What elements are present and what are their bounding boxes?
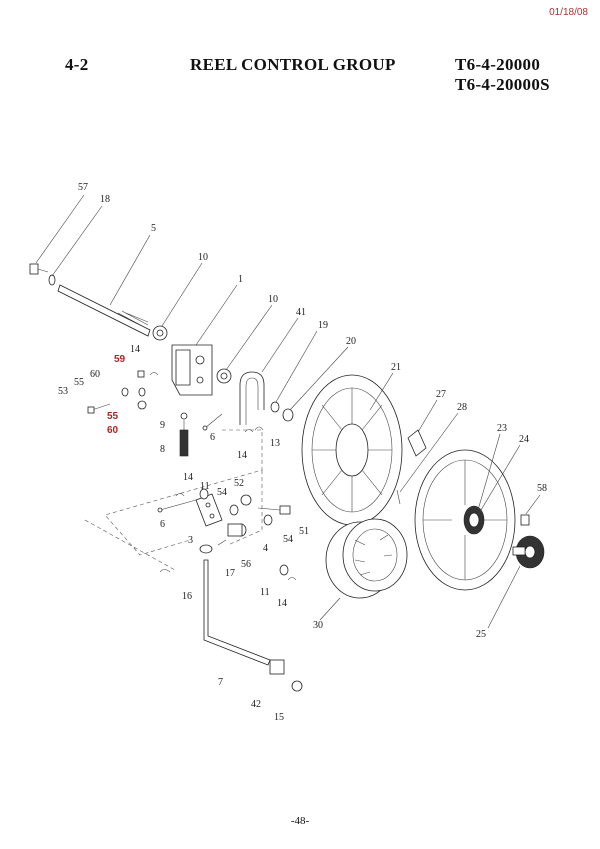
revision-date: 01/18/08 bbox=[549, 7, 588, 18]
part-41-u-bolt bbox=[239, 371, 265, 425]
assembly-dashed-lines bbox=[84, 429, 263, 571]
callout-3: 3 bbox=[188, 535, 193, 546]
callout-8: 8 bbox=[160, 444, 165, 455]
part-14-clip-d bbox=[287, 577, 297, 581]
callout-16: 16 bbox=[182, 591, 192, 602]
part-60-washer-b bbox=[137, 400, 147, 410]
part-54-washer-a bbox=[229, 504, 239, 516]
callout-60-b: 60 bbox=[107, 425, 119, 436]
callout-52: 52 bbox=[234, 478, 244, 489]
callout-4: 4 bbox=[263, 543, 268, 554]
part-3-block bbox=[195, 493, 223, 527]
callout-56: 56 bbox=[241, 559, 251, 570]
model-number-2: T6-4-20000S bbox=[455, 75, 550, 94]
model-number-1: T6-4-20000 bbox=[455, 55, 541, 74]
part-7-lever-rod bbox=[203, 559, 271, 666]
callout-14-a: 14 bbox=[130, 344, 140, 355]
page-number: -48- bbox=[290, 815, 310, 827]
callout-10-b: 10 bbox=[268, 294, 278, 305]
callout-6-a: 6 bbox=[210, 432, 215, 443]
callout-19: 19 bbox=[318, 320, 328, 331]
callout-11-a: 11 bbox=[200, 481, 210, 492]
part-17-collar bbox=[199, 544, 213, 554]
callout-10: 10 bbox=[198, 252, 208, 263]
callout-59: 59 bbox=[114, 354, 126, 365]
part-51-bolt bbox=[257, 505, 291, 515]
part-15-end-cap bbox=[291, 680, 303, 692]
callout-51: 51 bbox=[299, 526, 309, 537]
callout-14-c: 14 bbox=[183, 472, 193, 483]
part-6-pin-a bbox=[202, 413, 223, 431]
part-56-pin bbox=[217, 539, 227, 546]
part-18-washer bbox=[48, 274, 56, 286]
callout-41: 41 bbox=[296, 307, 306, 318]
part-14-clip-a bbox=[149, 372, 159, 376]
part-19-washer bbox=[270, 401, 280, 413]
part-30-ratchet-wheel bbox=[325, 518, 408, 599]
callout-14-b: 14 bbox=[237, 450, 247, 461]
part-6-pin-b bbox=[157, 499, 197, 513]
part-60-washer-a bbox=[121, 387, 129, 397]
callout-20: 20 bbox=[346, 336, 356, 347]
part-10-bearing-a bbox=[152, 325, 168, 341]
part-5-shaft bbox=[57, 284, 151, 337]
part-11-roller-a bbox=[199, 488, 209, 500]
callout-21: 21 bbox=[391, 362, 401, 373]
callout-15: 15 bbox=[274, 712, 284, 723]
callout-11-b: 11 bbox=[260, 587, 270, 598]
part-27-pin bbox=[407, 429, 427, 457]
callout-54-b: 54 bbox=[283, 534, 293, 545]
callout-24: 24 bbox=[519, 434, 529, 445]
callout-53: 53 bbox=[58, 386, 68, 397]
callout-5: 5 bbox=[151, 223, 156, 234]
part-10-bearing-b bbox=[216, 368, 232, 384]
part-21-reel-drum bbox=[301, 374, 403, 526]
callout-23: 23 bbox=[497, 423, 507, 434]
part-52-roller bbox=[240, 494, 252, 506]
callout-13: 13 bbox=[270, 438, 280, 449]
callout-7: 7 bbox=[218, 677, 223, 688]
part-54-washer-b bbox=[263, 514, 273, 526]
callout-28: 28 bbox=[457, 402, 467, 413]
part-1-housing bbox=[171, 344, 213, 396]
part-14-clip-c bbox=[175, 493, 185, 497]
part-20-nut bbox=[282, 408, 294, 422]
callout-14-d: 14 bbox=[277, 598, 287, 609]
callout-1: 1 bbox=[238, 274, 243, 285]
part-14-clip-b bbox=[244, 429, 254, 433]
page-title: REEL CONTROL GROUP bbox=[190, 55, 396, 74]
callout-17: 17 bbox=[225, 568, 235, 579]
callout-55-b: 55 bbox=[107, 411, 119, 422]
callout-9: 9 bbox=[160, 420, 165, 431]
part-11-roller-b bbox=[279, 564, 289, 576]
part-13-clip bbox=[254, 426, 264, 431]
part-55-bushing bbox=[138, 387, 146, 397]
callout-54-a: 54 bbox=[217, 487, 227, 498]
callout-57: 57 bbox=[78, 182, 88, 193]
part-58-clip bbox=[520, 514, 530, 526]
part-25-knob bbox=[512, 535, 545, 569]
part-53-screw bbox=[87, 403, 111, 414]
part-4-roller bbox=[227, 523, 247, 537]
part-57-bolt bbox=[29, 263, 49, 275]
part-8-spring bbox=[179, 420, 189, 457]
callout-30: 30 bbox=[313, 620, 323, 631]
callout-27: 27 bbox=[436, 389, 446, 400]
callout-25: 25 bbox=[476, 629, 486, 640]
callout-58: 58 bbox=[537, 483, 547, 494]
callout-6-b: 6 bbox=[160, 519, 165, 530]
part-59-nut bbox=[137, 370, 145, 378]
callout-42: 42 bbox=[251, 699, 261, 710]
part-28-pin bbox=[396, 489, 401, 505]
callout-18: 18 bbox=[100, 194, 110, 205]
callout-55-a: 55 bbox=[74, 377, 84, 388]
callouts: 57 18 5 10 1 10 41 19 20 21 27 28 23 24 … bbox=[58, 182, 547, 723]
leader-lines bbox=[35, 194, 541, 629]
part-42-handle bbox=[269, 659, 285, 675]
section-number: 4-2 bbox=[65, 55, 89, 74]
part-9-pin bbox=[180, 412, 188, 420]
callout-60-a: 60 bbox=[90, 369, 100, 380]
part-16-clip bbox=[159, 569, 171, 573]
